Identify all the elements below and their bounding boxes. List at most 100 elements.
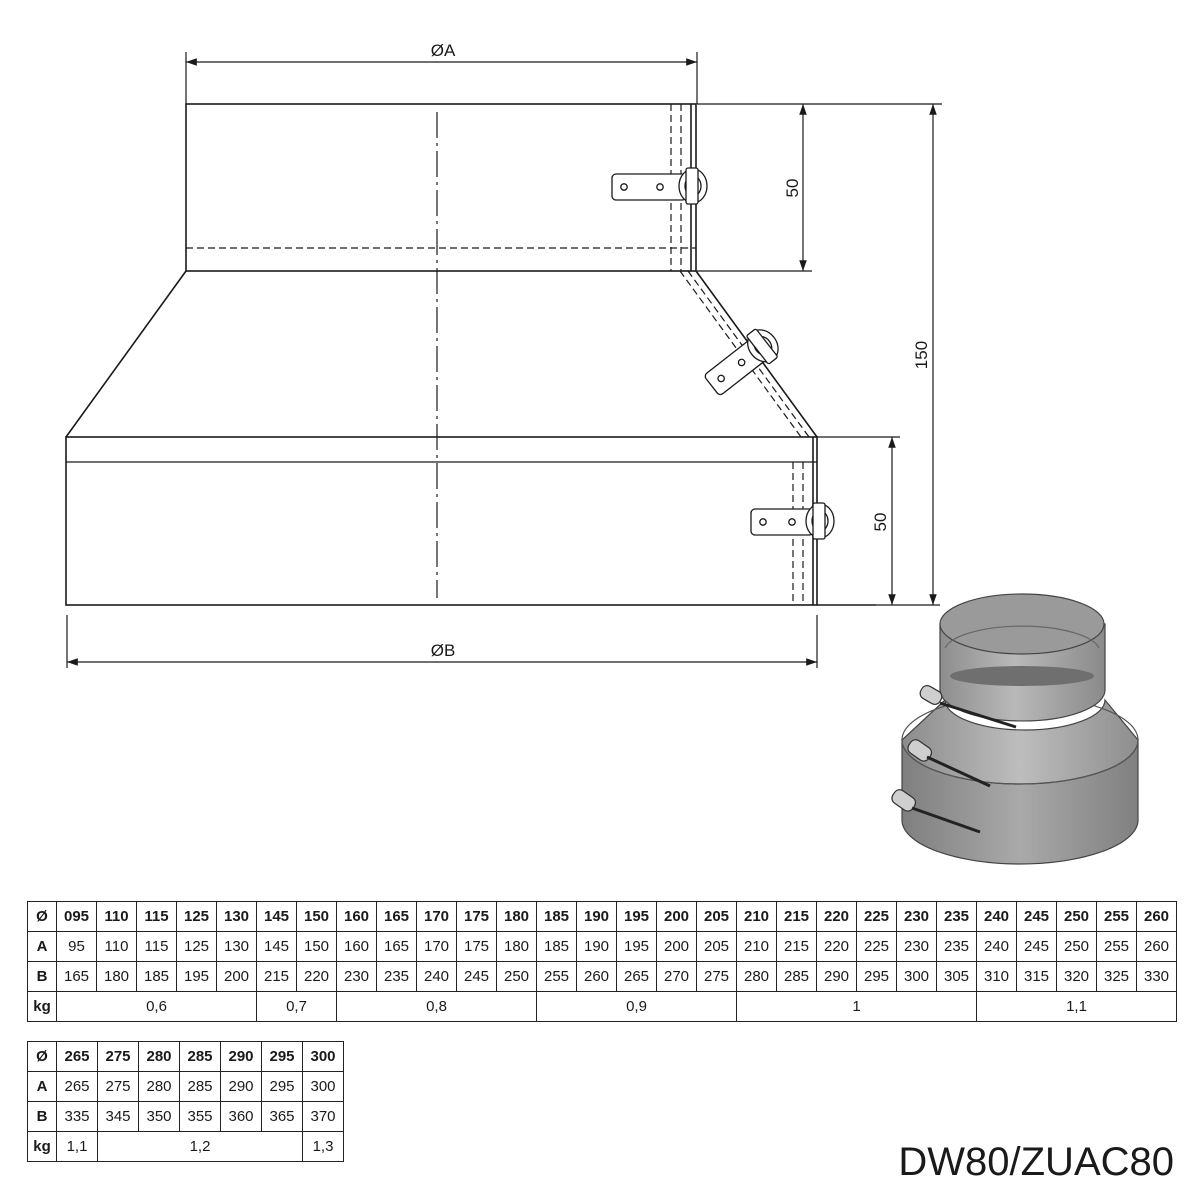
table-cell: 115: [136, 931, 177, 962]
reducer-outline: [65, 103, 876, 606]
table-cell: 280: [138, 1071, 180, 1102]
table-cell: 350: [138, 1101, 180, 1132]
table-cell: 280: [736, 961, 777, 992]
table-header-cell: 145: [256, 901, 297, 932]
table-cell: 185: [136, 961, 177, 992]
technical-drawing: ØA ØB 50 150 50: [65, 41, 1139, 865]
table-header-cell: 095: [56, 901, 97, 932]
table-cell: 295: [261, 1071, 303, 1102]
table-header-cell: 125: [176, 901, 217, 932]
table-cell: 220: [816, 931, 857, 962]
table-cell: 275: [97, 1071, 139, 1102]
table-cell: 360: [220, 1101, 262, 1132]
table-header-cell: 275: [97, 1041, 139, 1072]
clamp-bottom: [750, 502, 835, 540]
table-cell: 275: [696, 961, 737, 992]
table-cell: 165: [56, 961, 97, 992]
table-weight-cell: 1,1: [976, 991, 1177, 1022]
table-header-cell: 210: [736, 901, 777, 932]
table-header-cell: 240: [976, 901, 1017, 932]
table-cell: 240: [976, 931, 1017, 962]
clamp-top: [611, 167, 708, 205]
table-header-cell: 150: [296, 901, 337, 932]
table-cell: 195: [616, 931, 657, 962]
table-header-cell: 175: [456, 901, 497, 932]
table-cell: 290: [816, 961, 857, 992]
table-cell: 265: [56, 1071, 98, 1102]
table-cell: 180: [496, 931, 537, 962]
table-cell: 300: [302, 1071, 344, 1102]
table-header-symbol: Ø: [27, 901, 57, 932]
table-cell: 180: [96, 961, 137, 992]
table-row-label: kg: [27, 991, 57, 1022]
table-cell: 290: [220, 1071, 262, 1102]
table-cell: 305: [936, 961, 977, 992]
table-cell: 265: [616, 961, 657, 992]
table-cell: 370: [302, 1101, 344, 1132]
table-cell: 230: [896, 931, 937, 962]
table-header-cell: 165: [376, 901, 417, 932]
table-cell: 355: [179, 1101, 221, 1132]
table-cell: 245: [1016, 931, 1057, 962]
table-header-cell: 190: [576, 901, 617, 932]
table-cell: 365: [261, 1101, 303, 1132]
table-cell: 250: [496, 961, 537, 992]
table-header-cell: 300: [302, 1041, 344, 1072]
table-cell: 200: [216, 961, 257, 992]
dimension-label-diameter-a: ØA: [431, 41, 456, 60]
table-cell: 150: [296, 931, 337, 962]
dimension-label-upper-height: 50: [783, 179, 802, 198]
dimension-label-diameter-b: ØB: [431, 641, 456, 660]
table-weight-cell: 1: [736, 991, 977, 1022]
table-cell: 325: [1096, 961, 1137, 992]
table-cell: 145: [256, 931, 297, 962]
table-cell: 320: [1056, 961, 1097, 992]
table-cell: 225: [856, 931, 897, 962]
table-cell: 310: [976, 961, 1017, 992]
table-cell: 235: [376, 961, 417, 992]
hidden-lines: [186, 104, 810, 605]
table-header-cell: 130: [216, 901, 257, 932]
table-row-label: B: [27, 1101, 57, 1132]
table-cell: 110: [96, 931, 137, 962]
table-cell: 200: [656, 931, 697, 962]
table-cell: 335: [56, 1101, 98, 1132]
table-cell: 260: [576, 961, 617, 992]
table-cell: 125: [176, 931, 217, 962]
table-header-cell: 225: [856, 901, 897, 932]
table-header-cell: 280: [138, 1041, 180, 1072]
table-header-cell: 290: [220, 1041, 262, 1072]
table-cell: 285: [776, 961, 817, 992]
table-cell: 330: [1136, 961, 1177, 992]
table-cell: 215: [776, 931, 817, 962]
table-weight-cell: 1,2: [97, 1131, 303, 1162]
table-header-cell: 235: [936, 901, 977, 932]
table-header-cell: 255: [1096, 901, 1137, 932]
table-cell: 220: [296, 961, 337, 992]
table-row-label: kg: [27, 1131, 57, 1162]
table-weight-cell: 0,9: [536, 991, 737, 1022]
table-cell: 170: [416, 931, 457, 962]
table-cell: 230: [336, 961, 377, 992]
table-header-cell: 185: [536, 901, 577, 932]
dimension-label-total-height: 150: [912, 341, 931, 369]
table-cell: 195: [176, 961, 217, 992]
clamp-middle: [704, 328, 779, 396]
table-header-cell: 180: [496, 901, 537, 932]
table-header-cell: 285: [179, 1041, 221, 1072]
table-cell: 255: [1096, 931, 1137, 962]
table-cell: 95: [56, 931, 97, 962]
table-weight-cell: 1,1: [56, 1131, 98, 1162]
table-cell: 260: [1136, 931, 1177, 962]
table-cell: 175: [456, 931, 497, 962]
table-cell: 300: [896, 961, 937, 992]
table-header-cell: 215: [776, 901, 817, 932]
table-header-cell: 260: [1136, 901, 1177, 932]
table-cell: 185: [536, 931, 577, 962]
